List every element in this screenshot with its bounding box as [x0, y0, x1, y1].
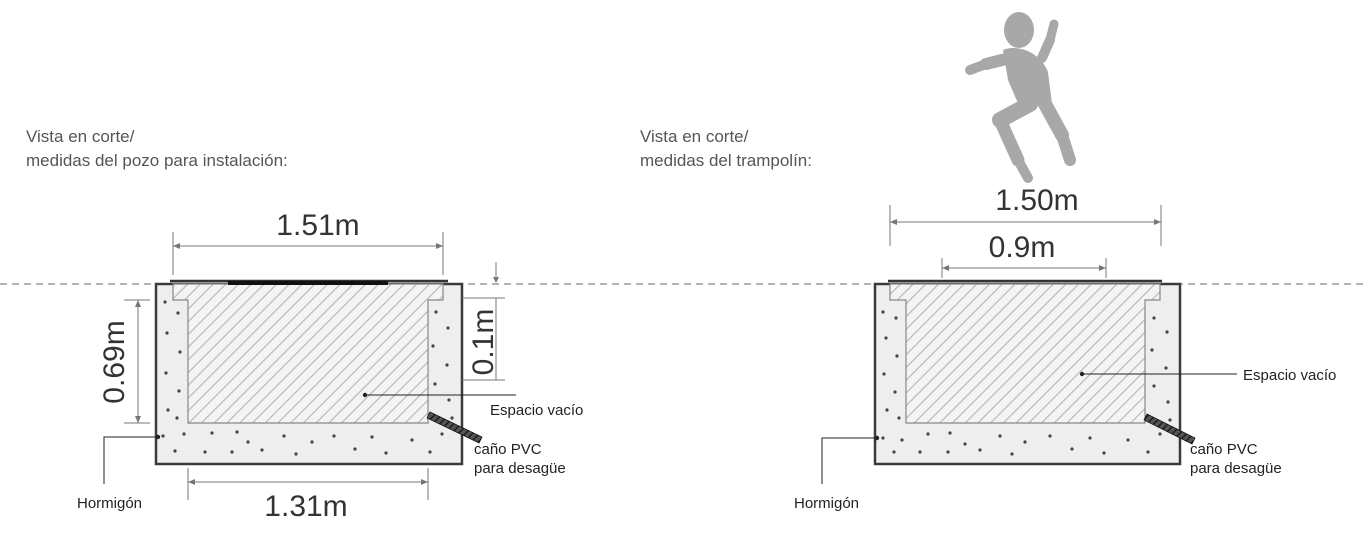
pit-concrete-label: Hormigón [77, 495, 142, 512]
pit-depth: 0.69m [98, 320, 131, 403]
pit-pipe-label-line1: caño PVC [474, 441, 542, 458]
pit-pipe-label-line2: para desagüe [474, 460, 566, 477]
trampoline-inner-dimension: 0.9m [941, 231, 1107, 278]
pit-caption-line2: medidas del pozo para instalación: [26, 151, 288, 170]
pit-cross-section [154, 279, 483, 466]
trampoline-void [889, 283, 1161, 424]
trampoline-pvc-pipe [1143, 413, 1196, 445]
pit-wall: 0.1m [467, 309, 500, 376]
pit-top-width: 1.51m [276, 209, 359, 242]
trampoline-pipe-label-line1: caño PVC [1190, 441, 1258, 458]
trampoline-cross-section [873, 279, 1196, 466]
jumping-child-icon [965, 12, 1076, 183]
trampoline-caption-line1: Vista en corte/ [640, 127, 749, 146]
trampoline-concrete-label: Hormigón [794, 495, 859, 512]
pit-void [172, 283, 444, 424]
trampoline-concrete-leader [821, 437, 877, 484]
pit-bottom-width: 1.31m [264, 490, 347, 523]
trampoline-pipe-label-line2: para desagüe [1190, 460, 1282, 477]
pit-void-label: Espacio vacío [490, 402, 583, 419]
trampoline-outer-width: 1.50m [995, 184, 1078, 217]
pit-wall-dimension: 0.1m [462, 262, 505, 381]
trampoline-caption-line2: medidas del trampolín: [640, 151, 812, 170]
trampoline-inner-width: 0.9m [989, 231, 1056, 264]
pit-depth-dimension: 0.69m [98, 299, 150, 424]
pit-caption-line1: Vista en corte/ [26, 127, 135, 146]
pit-pvc-pipe [426, 411, 483, 444]
pit-concrete-dots [161, 300, 454, 456]
trampoline-void-label: Espacio vacío [1243, 367, 1336, 384]
pit-top-dimension: 1.51m [172, 209, 444, 275]
pit-bottom-dimension: 1.31m [187, 468, 429, 523]
pit-concrete-leader [103, 436, 158, 484]
trampoline-outer-dimension: 1.50m [889, 184, 1162, 246]
trampoline-concrete-dots [881, 310, 1172, 456]
